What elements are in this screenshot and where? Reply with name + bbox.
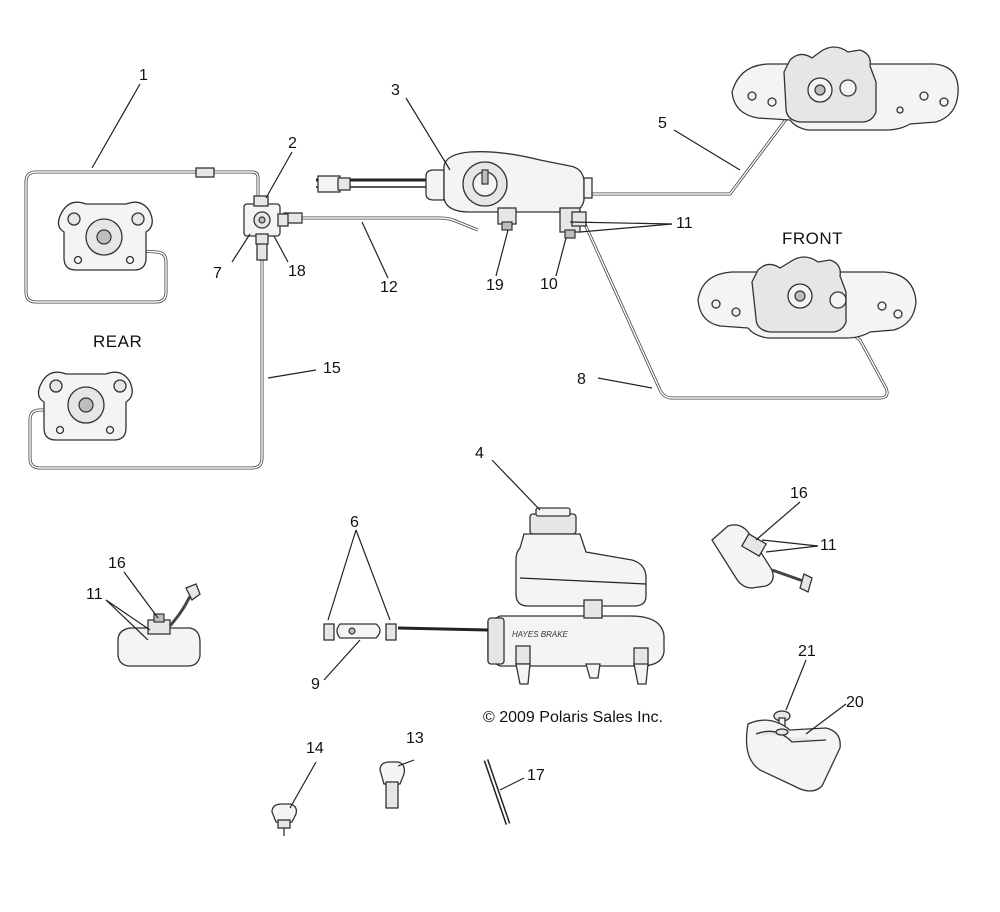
callout-11-right: 11 xyxy=(820,537,837,554)
brake-line-15 xyxy=(28,241,268,470)
brake-line-8 xyxy=(582,221,889,400)
master-cylinder: HAYES BRAKE xyxy=(323,507,665,685)
rear-section-label: REAR xyxy=(93,332,143,351)
callout-14: 14 xyxy=(306,740,324,757)
clip-14 xyxy=(271,803,298,836)
callout-4: 4 xyxy=(475,445,484,462)
rear-caliper-lower xyxy=(37,371,133,441)
brake-splitter-block xyxy=(243,195,289,245)
callout-11-top: 11 xyxy=(676,215,693,232)
brake-light-switch-left xyxy=(117,583,201,667)
callout-8: 8 xyxy=(577,371,586,388)
callout-21: 21 xyxy=(798,643,816,660)
callout-10: 10 xyxy=(540,276,558,293)
callout-11-left: 11 xyxy=(86,586,103,603)
callout-13: 13 xyxy=(406,730,424,747)
callout-17: 17 xyxy=(527,767,545,784)
callout-7: 7 xyxy=(213,265,222,282)
master-cylinder-assembly-top xyxy=(316,151,593,239)
callout-18: 18 xyxy=(288,263,306,280)
rear-caliper-upper xyxy=(57,201,153,271)
front-section-label: FRONT xyxy=(782,229,844,248)
front-caliper-upper xyxy=(731,46,959,131)
clip-13 xyxy=(379,761,406,809)
brake-line-1 xyxy=(24,167,260,304)
callout-1: 1 xyxy=(139,67,148,84)
brake-line-12 xyxy=(282,212,479,232)
callout-19: 19 xyxy=(486,277,504,294)
master-cylinder-marking: HAYES BRAKE xyxy=(512,630,569,639)
callout-5: 5 xyxy=(658,115,667,132)
cable-tie-17 xyxy=(483,759,511,825)
front-caliper-lower xyxy=(697,256,917,339)
callout-2: 2 xyxy=(288,135,297,152)
callout-6: 6 xyxy=(350,514,359,531)
copyright-notice: © 2009 Polaris Sales Inc. xyxy=(483,709,663,726)
leader-lines xyxy=(91,83,847,809)
callout-16-left: 16 xyxy=(108,555,126,572)
clamp-20 xyxy=(745,719,841,792)
callout-3: 3 xyxy=(391,82,400,99)
callout-15: 15 xyxy=(323,360,341,377)
callout-20: 20 xyxy=(846,694,864,711)
callout-9: 9 xyxy=(311,676,320,693)
callout-16-right: 16 xyxy=(790,485,808,502)
callout-12: 12 xyxy=(380,279,398,296)
